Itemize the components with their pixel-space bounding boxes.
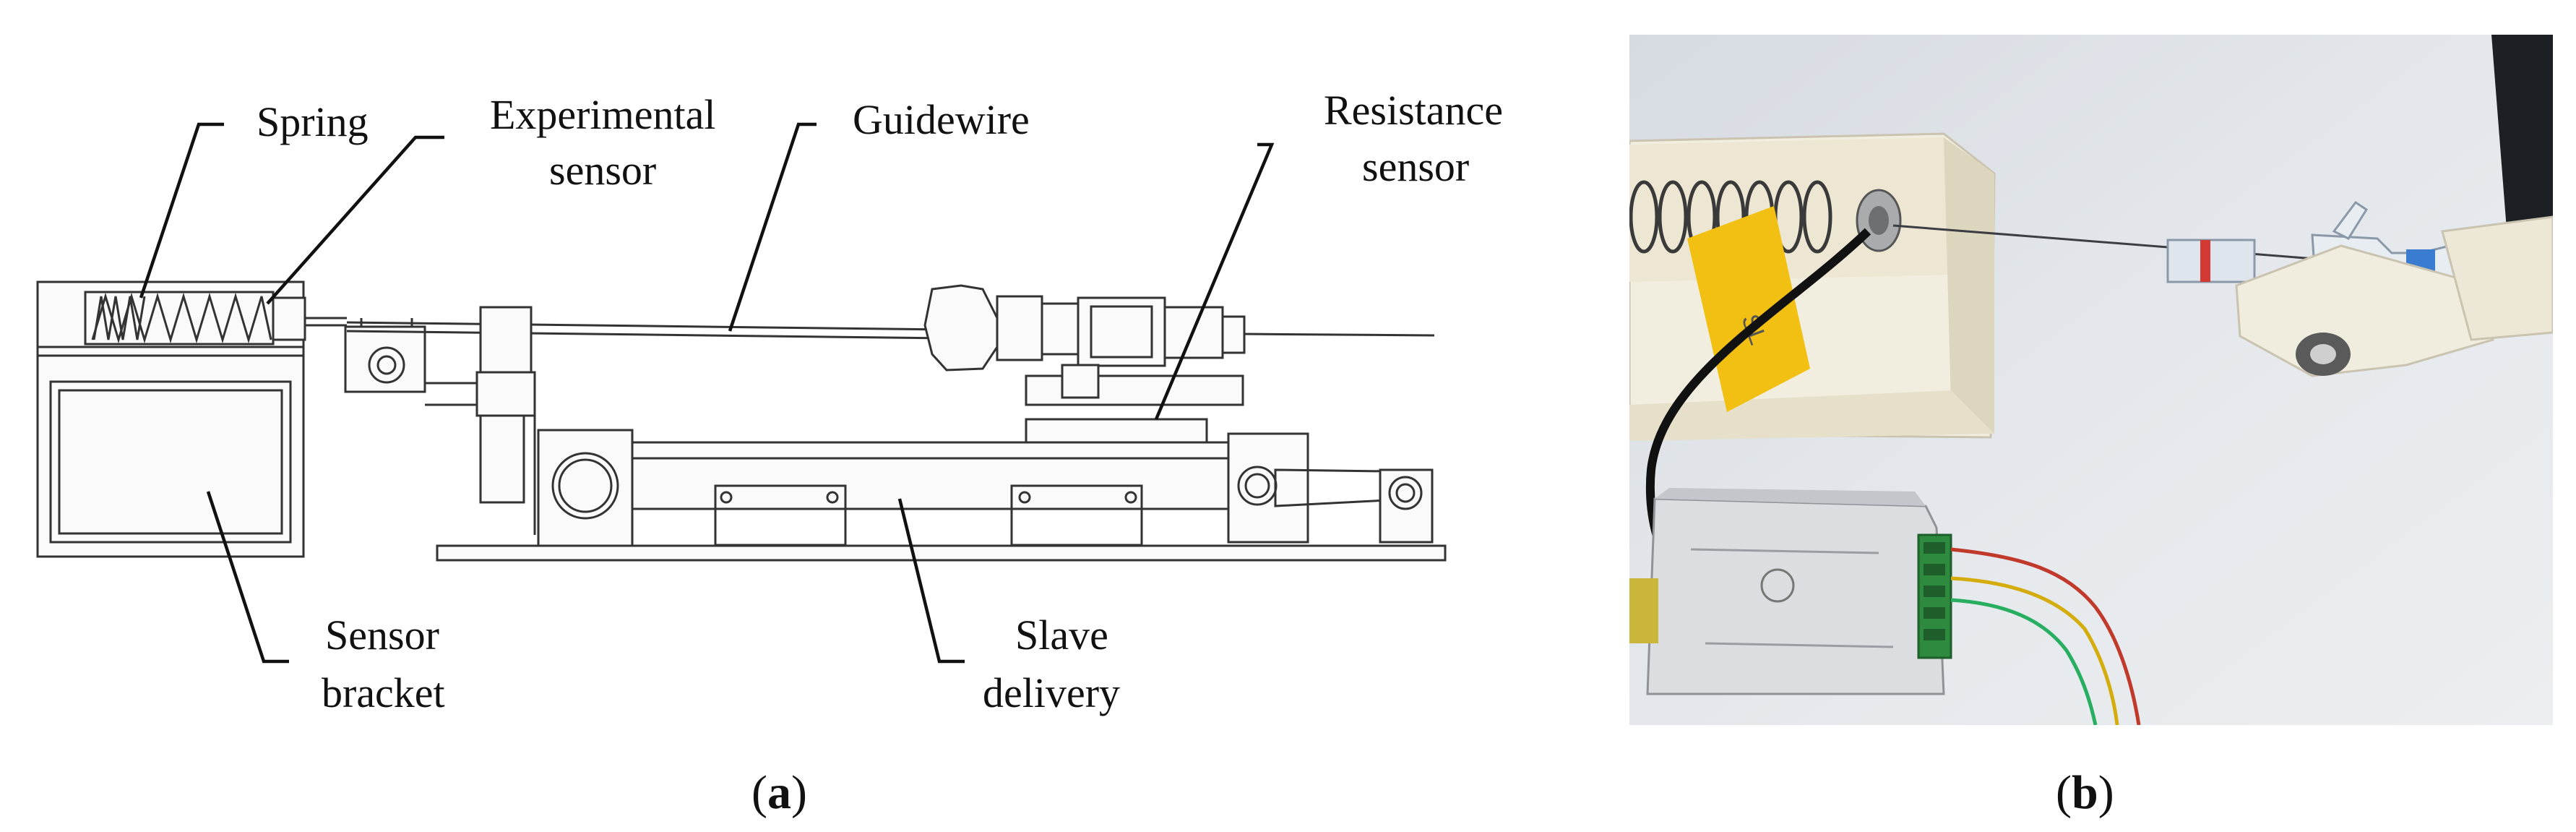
leader-spring bbox=[139, 122, 224, 299]
label-experimental-sensor-line2: sensor bbox=[549, 147, 656, 194]
leader-guidewire bbox=[728, 122, 817, 332]
label-guidewire: Guidewire bbox=[853, 96, 1030, 143]
photo-resistance-sensor-holder bbox=[2235, 215, 2553, 377]
caption-b: (b) bbox=[2056, 766, 2114, 819]
leader-lines bbox=[139, 122, 1275, 664]
label-spring: Spring bbox=[257, 98, 369, 145]
resistance-sensor-drawing bbox=[1025, 296, 1246, 406]
leader-sensor-bracket bbox=[206, 491, 289, 664]
experimental-sensor-drawing bbox=[272, 296, 347, 341]
label-slave-delivery-line2: delivery bbox=[983, 669, 1120, 716]
photo-transmitter-box bbox=[1629, 488, 1952, 695]
support-tower-drawing bbox=[475, 306, 536, 535]
caption-a: (a) bbox=[751, 766, 807, 819]
label-sensor-bracket-line1: Sensor bbox=[325, 612, 439, 659]
panel-b-photo: SL bbox=[1629, 35, 2553, 819]
label-sensor-bracket-line2: bracket bbox=[322, 669, 445, 716]
label-slave-delivery-line1: Slave bbox=[1015, 612, 1108, 659]
panel-a-labels: Spring Experimental sensor Guidewire Res… bbox=[257, 87, 1503, 716]
leader-resistance-sensor bbox=[1154, 142, 1275, 420]
sensor-bracket-drawing bbox=[36, 280, 305, 558]
panel-a-schematic: Spring Experimental sensor Guidewire Res… bbox=[36, 87, 1503, 819]
leader-experimental-sensor bbox=[266, 135, 444, 305]
slave-delivery-drawing bbox=[436, 418, 1447, 562]
leader-slave-delivery bbox=[897, 498, 965, 664]
guidewire-drawing bbox=[346, 321, 1435, 340]
photo-dark-edge bbox=[2491, 35, 2553, 239]
guidewire-clamp-drawing bbox=[344, 318, 536, 406]
photo-colored-wires bbox=[1950, 547, 2141, 725]
label-experimental-sensor-line1: Experimental bbox=[490, 91, 715, 138]
label-resistance-sensor-line1: Resistance bbox=[1324, 87, 1503, 134]
guidewire-handle-drawing bbox=[923, 284, 1080, 372]
label-resistance-sensor-line2: sensor bbox=[1362, 143, 1469, 190]
